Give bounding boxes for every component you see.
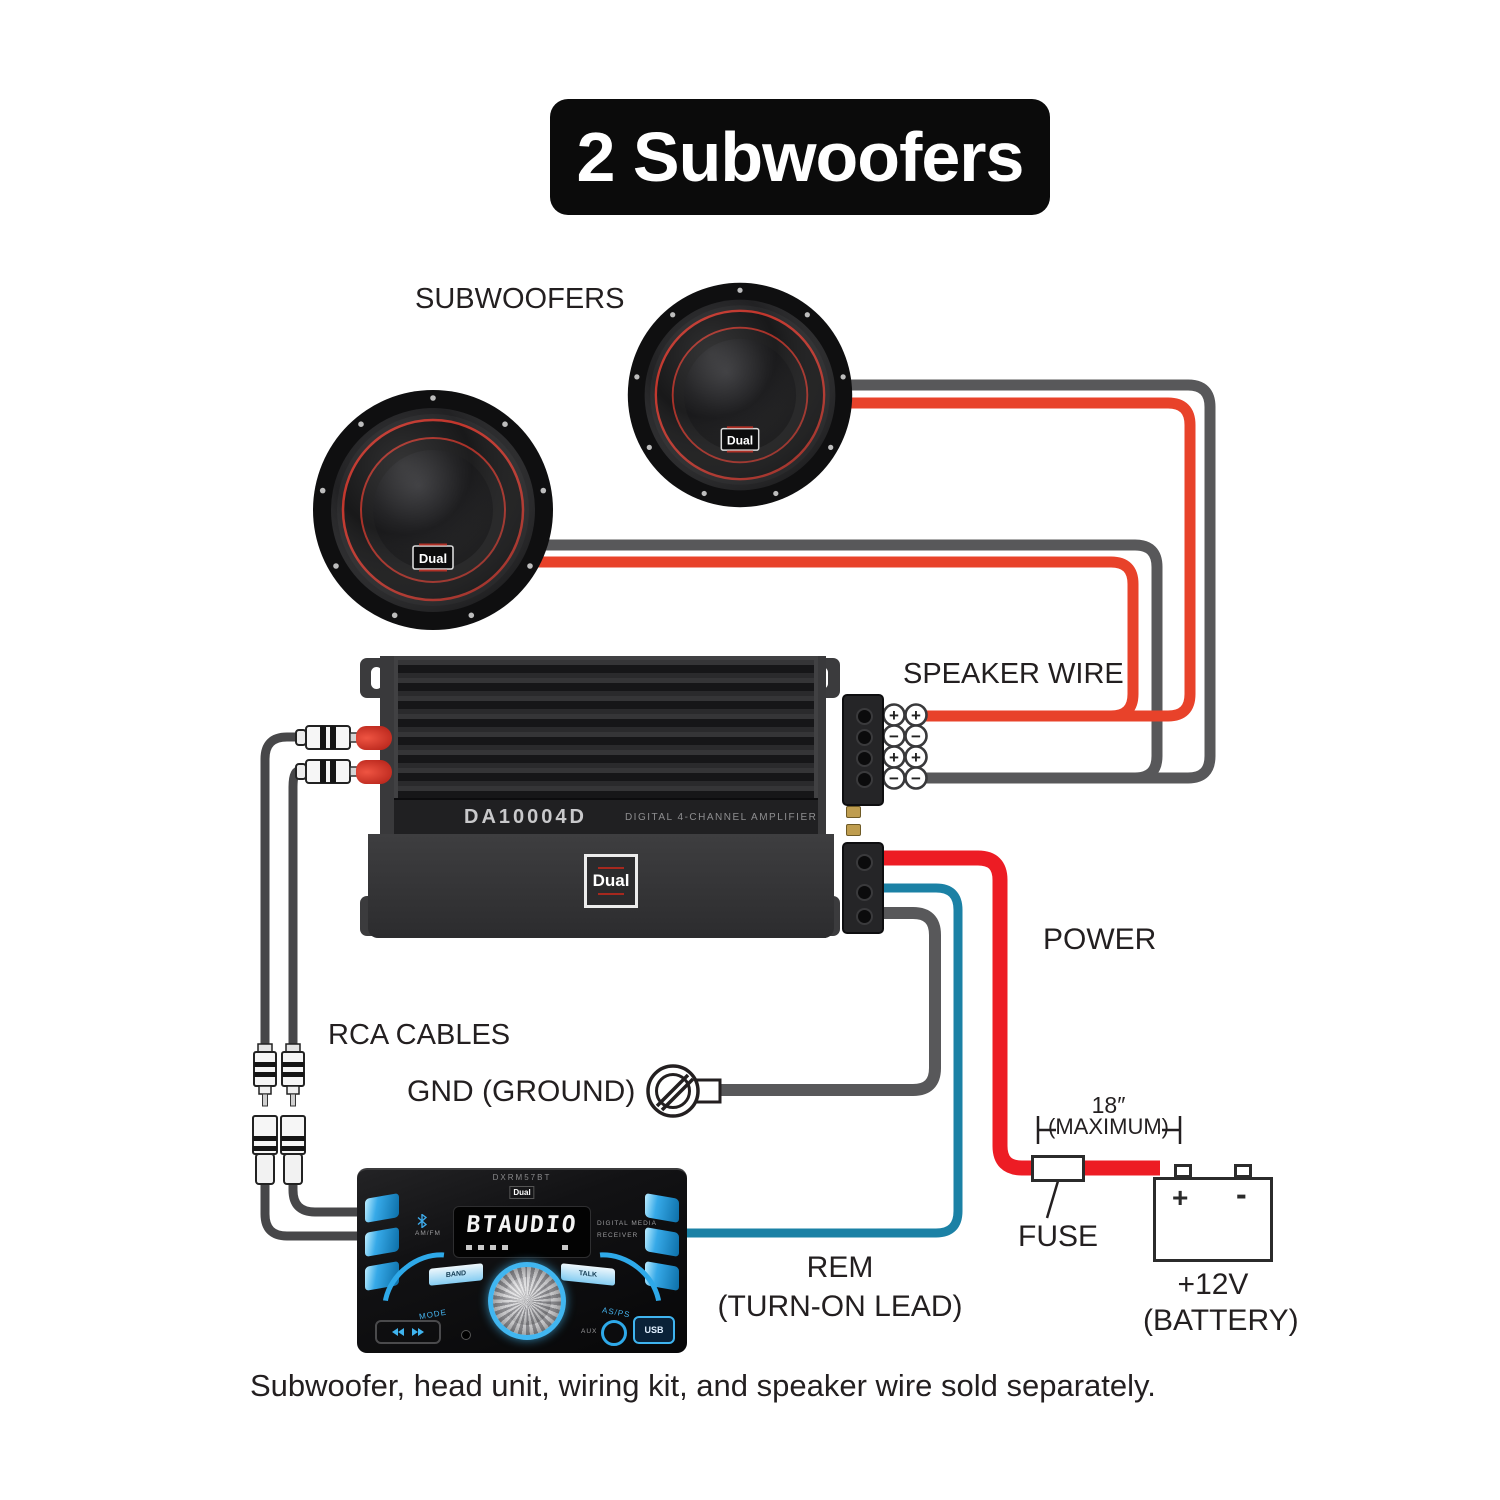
battery: + - bbox=[1153, 1164, 1273, 1262]
head-unit: DXRM57BT Dual BTAUDIO AM/FM DIGITAL MEDI… bbox=[357, 1168, 687, 1353]
ground-terminal-screw bbox=[856, 908, 873, 925]
label-speaker-wire: SPEAKER WIRE bbox=[903, 658, 1124, 690]
display-text: BTAUDIO bbox=[465, 1212, 579, 1238]
label-plus-12v: +12V bbox=[1177, 1268, 1249, 1301]
preset-button bbox=[365, 1227, 399, 1257]
label-gnd: GND (GROUND) bbox=[407, 1075, 636, 1108]
gain-screw bbox=[846, 824, 861, 836]
rca-plug-bottom bbox=[295, 759, 363, 784]
diagram-title-text: 2 Subwoofers bbox=[576, 118, 1025, 196]
ground-wire bbox=[716, 907, 941, 1096]
aux-label: AUX bbox=[581, 1328, 598, 1335]
label-battery: (BATTERY) bbox=[1143, 1304, 1299, 1337]
label-power: POWER bbox=[1043, 923, 1157, 956]
battery-negative-terminal bbox=[1234, 1164, 1252, 1178]
terminal-screw bbox=[856, 729, 873, 746]
svg-text:−: − bbox=[911, 769, 921, 788]
svg-text:−: − bbox=[889, 769, 899, 788]
speaker-terminal-symbols: + + − − + + − − bbox=[882, 703, 928, 790]
aux-input bbox=[601, 1320, 627, 1346]
display-status-icons bbox=[466, 1245, 472, 1250]
amp-label-band: DA10004D DIGITAL 4-CHANNEL AMPLIFIER bbox=[394, 798, 818, 834]
mounting-hole bbox=[371, 667, 382, 689]
rca-inline-connector-right bbox=[280, 1043, 306, 1185]
amplifier: DA10004D DIGITAL 4-CHANNEL AMPLIFIER Dua… bbox=[356, 656, 884, 938]
head-unit-model: DXRM57BT bbox=[492, 1173, 552, 1182]
power-wires bbox=[680, 850, 1160, 1238]
head-unit-dual-logo: Dual bbox=[509, 1186, 535, 1199]
digital-media-text: DIGITAL MEDIA bbox=[597, 1220, 657, 1227]
usb-port: USB bbox=[633, 1316, 675, 1344]
amp-model: DA10004D bbox=[464, 805, 587, 828]
label-turn-on-lead: (TURN-ON LEAD) bbox=[717, 1290, 963, 1323]
head-unit-display: BTAUDIO bbox=[453, 1206, 591, 1258]
power-terminal-block bbox=[842, 842, 884, 934]
label-rem: REM bbox=[806, 1251, 874, 1284]
svg-text:+: + bbox=[911, 748, 921, 767]
amp-heatsink bbox=[394, 656, 818, 798]
label-18in: 18″ bbox=[1091, 1092, 1126, 1118]
seek-back-icon bbox=[392, 1328, 404, 1336]
logo-red-bar bbox=[598, 867, 624, 869]
footnote: Subwoofer, head unit, wiring kit, and sp… bbox=[250, 1368, 1156, 1403]
seek-buttons bbox=[375, 1320, 441, 1344]
rca-cables bbox=[260, 732, 368, 1241]
speaker-wires bbox=[535, 379, 1216, 784]
fuse-pointer-line bbox=[1045, 1180, 1060, 1219]
preset-button bbox=[645, 1227, 679, 1257]
speaker-terminal-block bbox=[842, 694, 884, 806]
amp-description: DIGITAL 4-CHANNEL AMPLIFIER bbox=[624, 811, 818, 823]
power-wire bbox=[866, 850, 1160, 1176]
rca-input-jack bbox=[356, 726, 392, 750]
amp-dual-logo: Dual bbox=[584, 854, 638, 908]
fuse-holder bbox=[1031, 1155, 1085, 1182]
power-terminal-screw bbox=[856, 854, 873, 871]
preset-button bbox=[645, 1193, 679, 1223]
label-fuse: FUSE bbox=[1018, 1220, 1099, 1253]
label-subwoofers: SUBWOOFERS bbox=[415, 283, 625, 315]
speaker-wire-negative-right-sub bbox=[845, 379, 1216, 784]
battery-minus-sign: - bbox=[1236, 1176, 1247, 1212]
label-maximum: (MAXIMUM) bbox=[1048, 1114, 1169, 1139]
svg-text:+: + bbox=[911, 706, 921, 725]
rca-input-jack bbox=[356, 760, 392, 784]
rem-wire bbox=[680, 883, 963, 1238]
svg-text:−: − bbox=[889, 727, 899, 746]
logo-red-bar bbox=[598, 893, 624, 895]
microphone-hole bbox=[461, 1330, 471, 1340]
diagram-title: 2 Subwoofers bbox=[550, 99, 1050, 215]
preset-button bbox=[365, 1193, 399, 1223]
terminal-screw bbox=[856, 750, 873, 767]
terminal-screw bbox=[856, 708, 873, 725]
svg-text:−: − bbox=[911, 727, 921, 746]
seek-forward-icon bbox=[412, 1328, 424, 1336]
rca-plug-top bbox=[295, 725, 363, 750]
amp-logo-text: Dual bbox=[592, 871, 630, 890]
radio-band-text: AM/FM bbox=[415, 1230, 441, 1237]
svg-text:+: + bbox=[889, 706, 899, 725]
subwoofer-left bbox=[311, 388, 555, 632]
terminal-screw bbox=[856, 771, 873, 788]
battery-positive-terminal bbox=[1174, 1164, 1192, 1178]
gain-screw bbox=[846, 806, 861, 818]
bluetooth-icon bbox=[417, 1214, 427, 1228]
subwoofer-right bbox=[626, 281, 854, 509]
svg-text:+: + bbox=[889, 748, 899, 767]
dimension-ticks bbox=[1036, 1116, 1182, 1219]
receiver-text: RECEIVER bbox=[597, 1232, 639, 1239]
battery-plus-sign: + bbox=[1172, 1182, 1189, 1213]
label-rca-cables: RCA CABLES bbox=[328, 1019, 511, 1051]
volume-knob bbox=[488, 1262, 566, 1340]
ground-ring-terminal bbox=[646, 1064, 722, 1118]
speaker-wire-positive-right-sub bbox=[845, 397, 1196, 722]
rca-inline-connector-left bbox=[252, 1043, 278, 1185]
rem-terminal-screw bbox=[856, 884, 873, 901]
